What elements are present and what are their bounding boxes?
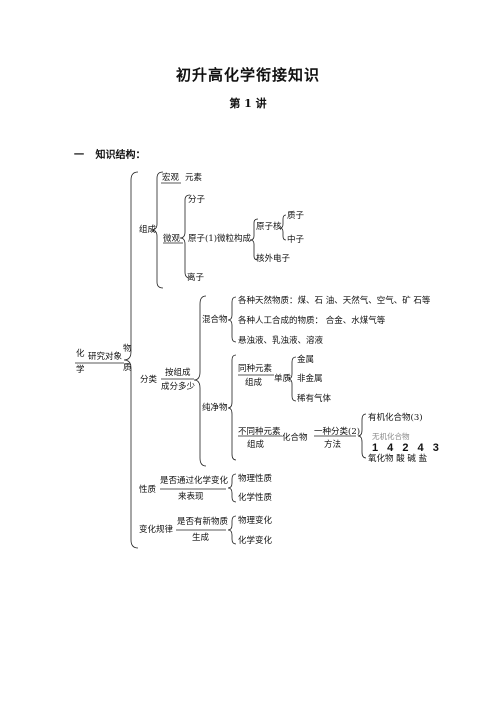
section-number: 一: [74, 150, 84, 161]
composition-brace: [150, 171, 164, 289]
simple-noble-gas: 稀有气体: [297, 394, 332, 404]
change-brace: [227, 515, 237, 545]
method-label-1: 一种分类(2): [314, 427, 361, 437]
physical-property: 物理性质: [238, 474, 273, 484]
physical-change: 物理变化: [238, 516, 273, 526]
atom-label: 原子: [188, 234, 206, 244]
root-chem-1: 化: [76, 349, 85, 359]
change-by-1: 是否有新物质: [177, 517, 229, 527]
mixture-brace: [227, 296, 237, 343]
root-matter-1: 物: [123, 344, 132, 354]
same-element-1: 同种元素: [238, 364, 273, 374]
micro-brace: [179, 194, 191, 279]
ion-label: 离子: [187, 273, 205, 283]
element-label: 元素: [185, 173, 203, 183]
atom-brace: [249, 218, 259, 261]
organic-label: 有机化合物(3): [368, 413, 423, 423]
property-label: 性质: [139, 485, 157, 495]
inorganic-types: 氧化物 酸 碱 盐: [368, 454, 428, 464]
proton-label: 质子: [287, 211, 305, 221]
property-brace: [227, 473, 237, 503]
classification-brace: [193, 295, 207, 467]
classification-by-2: 成分多少: [161, 382, 196, 392]
mixture-item-solutions: 悬浊液、乳浊液、溶液: [238, 336, 324, 346]
pure-brace: [227, 354, 237, 461]
classification-by-1: 按组成: [165, 368, 191, 378]
atom-make-label: (1)微粒构成: [205, 234, 252, 244]
mixture-label: 混合物: [202, 315, 228, 325]
neutron-label: 中子: [287, 235, 305, 245]
mixture-item-synthetic: 各种人工合成的物质： 合金、水煤气等: [238, 316, 386, 326]
chemical-property: 化学性质: [238, 493, 273, 503]
property-by-1: 是否通过化学变化: [160, 476, 229, 486]
diff-element-2: 组成: [247, 440, 265, 450]
root-matter-2: 质: [123, 363, 132, 373]
root-relation: 研究对象: [88, 352, 123, 362]
electron-label: 核外电子: [256, 254, 291, 264]
molecule-label: 分子: [188, 195, 206, 205]
section-label: 知识结构：: [95, 150, 146, 161]
simple-brace: [287, 356, 297, 402]
mixture-item-natural: 各种天然物质：煤、石 油、天然气、空气、矿 石等: [238, 296, 431, 306]
chemical-change: 化学变化: [238, 536, 273, 546]
document-title: 初升高化学衔接知识: [175, 66, 320, 84]
simple-nonmetal: 非金属: [297, 374, 323, 384]
classification-label: 分类: [140, 375, 158, 385]
simple-metal: 金属: [297, 355, 315, 365]
pure-label: 纯净物: [202, 403, 228, 413]
simple-label: 单质: [274, 374, 292, 384]
inorganic-brace-digits: 1 4 2 4 3: [372, 442, 442, 454]
inorganic-label: 无机化合物: [372, 432, 410, 441]
lecture-number: 第 1 讲: [229, 97, 267, 110]
change-label: 变化规律: [139, 525, 174, 535]
root-chem-2: 学: [76, 365, 85, 375]
macro-label: 宏观: [162, 173, 180, 183]
property-by-2: 来表现: [178, 492, 204, 502]
section-heading: 一 知识结构：: [74, 146, 145, 161]
change-by-2: 生成: [192, 533, 210, 543]
compound-label: 化合物: [282, 433, 308, 443]
same-element-2: 组成: [245, 378, 263, 388]
diff-element-1: 不同种元素: [238, 427, 281, 437]
compound-brace: [357, 413, 367, 459]
nucleus-label: 原子核: [256, 222, 282, 232]
main-brace: [123, 171, 139, 549]
nucleus-brace: [279, 214, 287, 241]
micro-label: 微观: [163, 234, 181, 244]
method-label-2: 方法: [324, 440, 342, 450]
composition-label: 组成: [139, 225, 157, 235]
